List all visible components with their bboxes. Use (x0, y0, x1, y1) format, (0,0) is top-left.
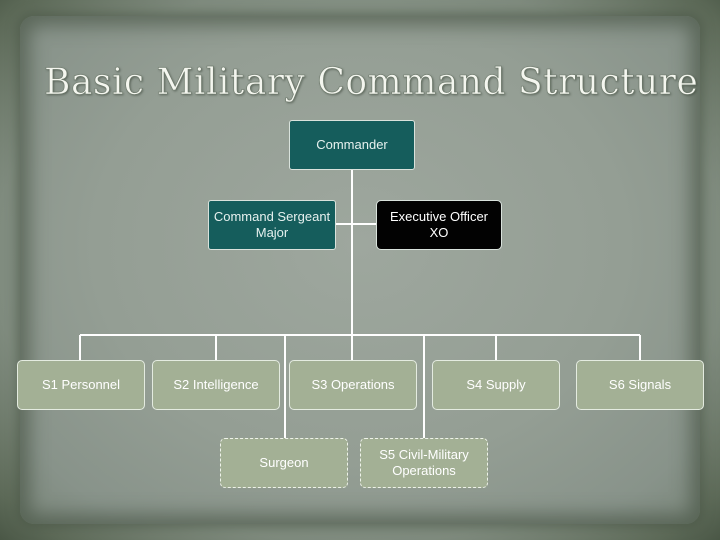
surgeon-box: Surgeon (220, 438, 348, 488)
slide-title: Basic Military Command Structure (44, 62, 699, 104)
command-sergeant-major-box: Command Sergeant Major (208, 200, 336, 250)
commander-box: Commander (289, 120, 415, 170)
s6-signals-box: S6 Signals (576, 360, 704, 410)
executive-officer-box: Executive Officer XO (376, 200, 502, 250)
s5-civil-military-box: S5 Civil-Military Operations (360, 438, 488, 488)
s1-personnel-box: S1 Personnel (17, 360, 145, 410)
s2-intelligence-box: S2 Intelligence (152, 360, 280, 410)
s4-supply-box: S4 Supply (432, 360, 560, 410)
s3-operations-box: S3 Operations (289, 360, 417, 410)
